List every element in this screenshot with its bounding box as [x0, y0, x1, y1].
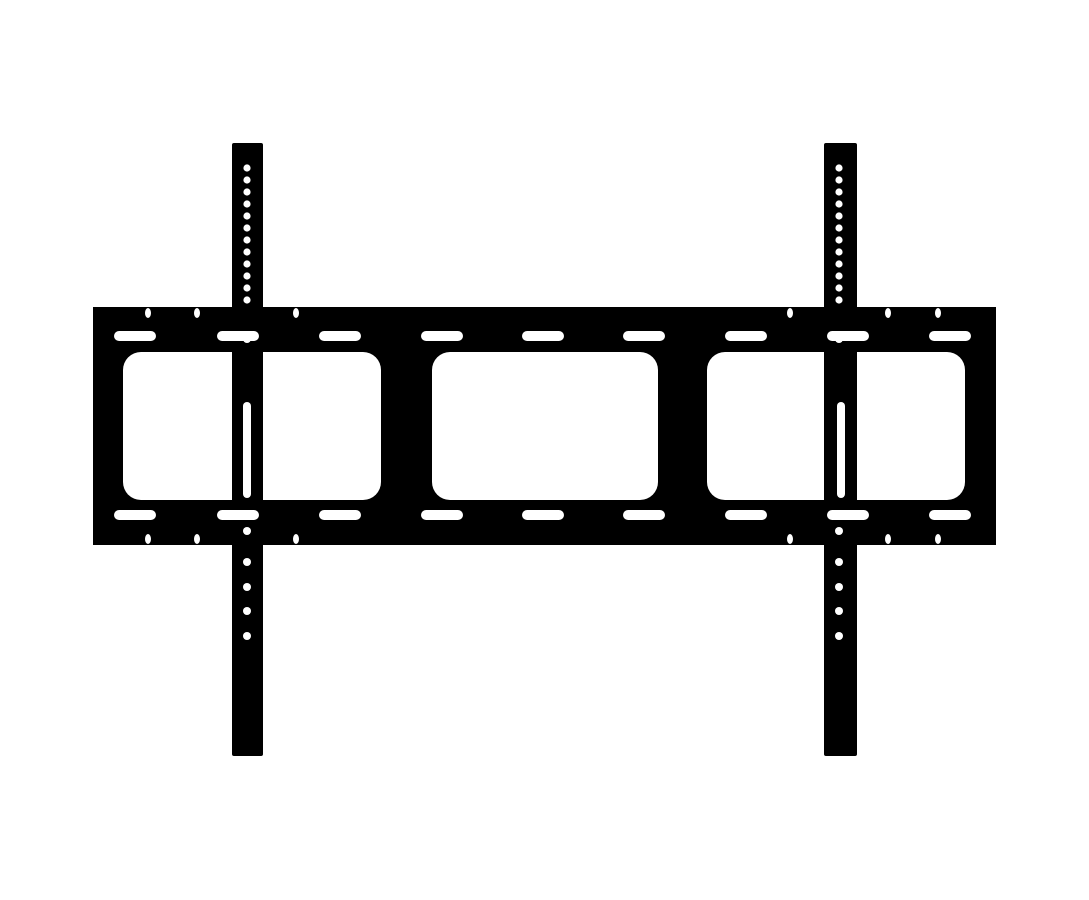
center-window-cutout [432, 352, 658, 500]
mounting-slot [114, 510, 156, 520]
mounting-slot [623, 510, 665, 520]
arm-adjust-hole [835, 200, 843, 208]
arm-adjust-hole [243, 260, 251, 268]
edge-screw-hole [293, 534, 299, 544]
mounting-slot [217, 331, 259, 341]
edge-screw-hole [787, 534, 793, 544]
edge-screw-hole [194, 308, 200, 318]
edge-screw-hole [194, 534, 200, 544]
arm-adjust-hole [835, 248, 843, 256]
edge-screw-hole [935, 308, 941, 318]
mounting-slot [929, 510, 971, 520]
arm-crossing-hole [243, 335, 251, 343]
arm-adjust-hole [243, 607, 251, 615]
mounting-slot [319, 331, 361, 341]
right-arm-slot [837, 402, 845, 498]
edge-screw-hole [293, 308, 299, 318]
arm-crossing-hole [835, 335, 843, 343]
mounting-slot [522, 510, 564, 520]
arm-adjust-hole [835, 558, 843, 566]
mounting-slot [827, 510, 869, 520]
arm-adjust-hole [243, 236, 251, 244]
arm-adjust-hole [243, 284, 251, 292]
arm-adjust-hole [243, 248, 251, 256]
arm-adjust-hole [243, 583, 251, 591]
arm-adjust-hole [243, 176, 251, 184]
mounting-slot [319, 510, 361, 520]
edge-screw-hole [885, 308, 891, 318]
arm-adjust-hole [835, 176, 843, 184]
left-arm-slot [243, 402, 251, 498]
mounting-slot [725, 510, 767, 520]
edge-screw-hole [787, 308, 793, 318]
arm-adjust-hole [243, 188, 251, 196]
arm-adjust-hole [835, 583, 843, 591]
arm-adjust-hole [243, 164, 251, 172]
arm-adjust-hole [835, 236, 843, 244]
arm-adjust-hole [835, 284, 843, 292]
arm-adjust-hole [835, 188, 843, 196]
mounting-slot [522, 331, 564, 341]
arm-adjust-hole [835, 272, 843, 280]
edge-screw-hole [935, 534, 941, 544]
arm-adjust-hole [835, 607, 843, 615]
mounting-slot [114, 331, 156, 341]
mounting-slot [827, 331, 869, 341]
arm-adjust-hole [835, 164, 843, 172]
arm-adjust-hole [243, 200, 251, 208]
edge-screw-hole [885, 534, 891, 544]
arm-adjust-hole [835, 260, 843, 268]
mounting-slot [929, 331, 971, 341]
arm-crossing-hole [835, 527, 843, 535]
arm-adjust-hole [835, 224, 843, 232]
mounting-slot [421, 331, 463, 341]
arm-adjust-hole [243, 296, 251, 304]
mounting-slot [421, 510, 463, 520]
arm-adjust-hole [835, 296, 843, 304]
arm-crossing-hole [243, 527, 251, 535]
arm-adjust-hole [835, 632, 843, 640]
edge-screw-hole [145, 308, 151, 318]
mounting-slot [217, 510, 259, 520]
mounting-slot [725, 331, 767, 341]
arm-adjust-hole [835, 212, 843, 220]
arm-adjust-hole [243, 272, 251, 280]
arm-adjust-hole [243, 224, 251, 232]
edge-screw-hole [145, 534, 151, 544]
mounting-slot [623, 331, 665, 341]
arm-adjust-hole [243, 632, 251, 640]
arm-adjust-hole [243, 558, 251, 566]
arm-adjust-hole [243, 212, 251, 220]
